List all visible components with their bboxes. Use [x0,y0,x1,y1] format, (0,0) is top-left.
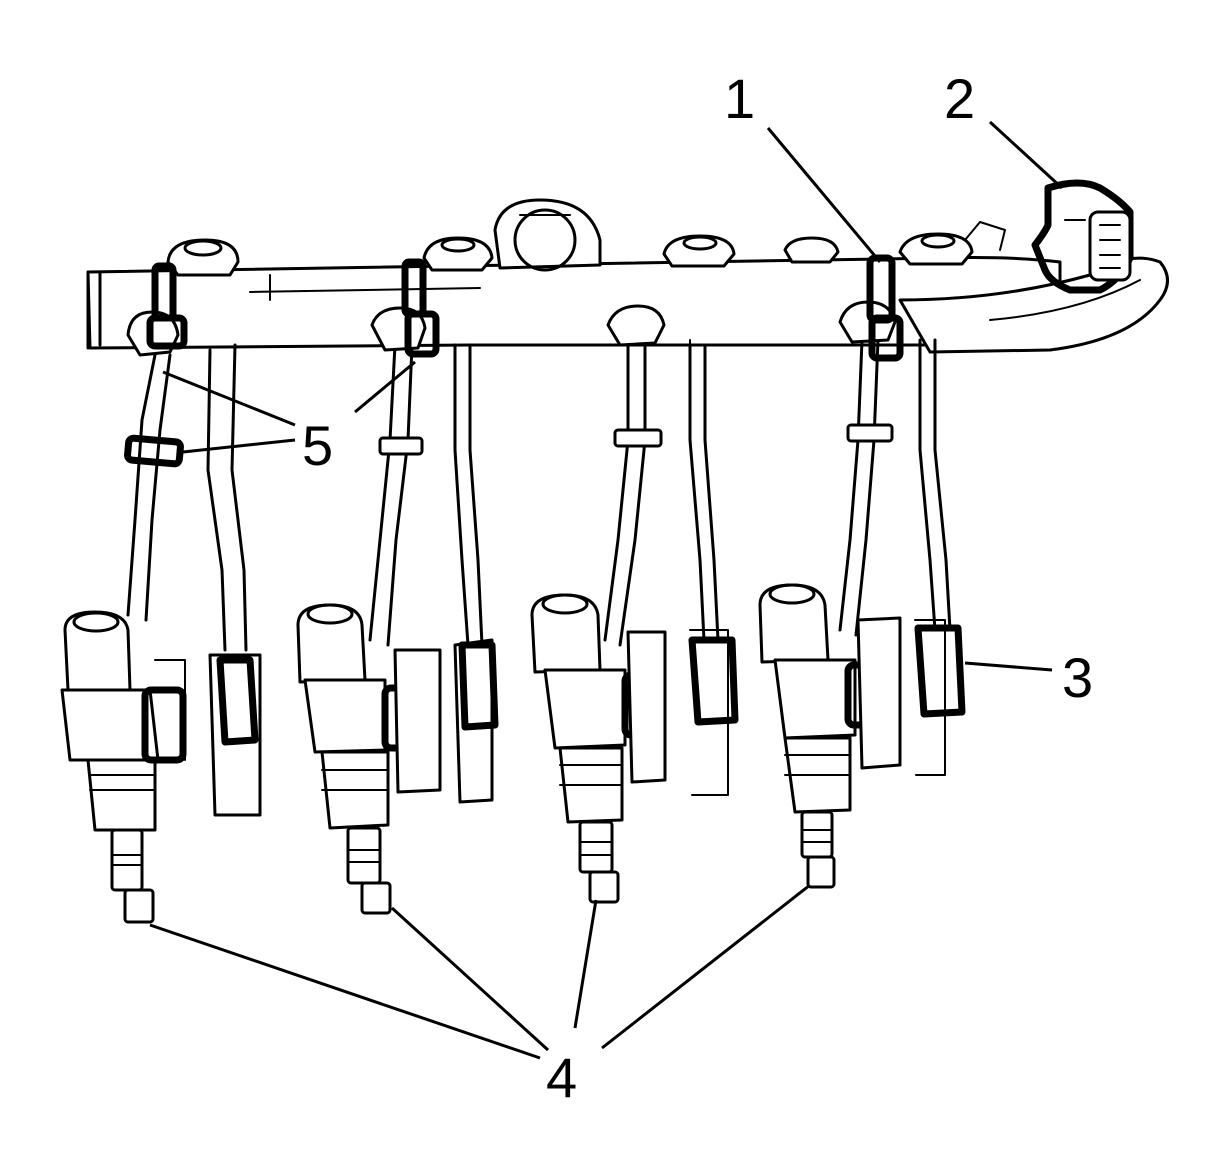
fuel-pressure-sensor [1031,179,1134,294]
leader-lines [149,120,1064,1060]
injector-2 [296,603,499,915]
callout-4: 4 [546,1046,577,1109]
callout-2: 2 [944,67,975,130]
harness-clips [124,254,904,468]
callout-3: 3 [1062,646,1093,709]
injector-4 [758,583,966,889]
injector-harness-wires [126,338,952,652]
fuel-rail [86,256,1169,361]
injector-3 [530,593,739,904]
rail-sockets [166,198,1006,277]
wire-junctions [126,300,897,357]
callout-1: 1 [724,67,755,130]
callout-5: 5 [302,414,333,477]
injector-1 [60,610,262,924]
